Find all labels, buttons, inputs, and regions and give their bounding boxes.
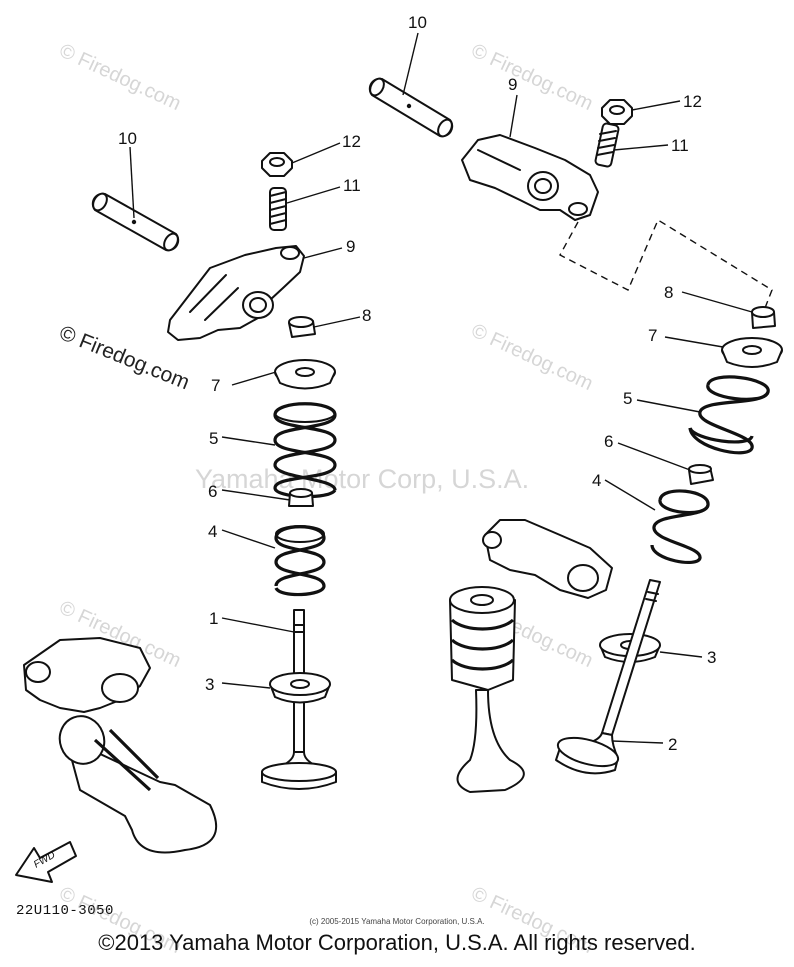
adjust-screw-right [594,122,620,168]
callout-1-intake: 1 [209,609,218,628]
spring-retainer-left [274,359,336,390]
part-diagram-code: 22U110-3050 [16,903,114,919]
callout-6-left: 6 [208,482,217,501]
callout-4-right: 4 [592,471,601,490]
rocker-arm-right [461,134,599,221]
copyright-footer: ©2013 Yamaha Motor Corporation, U.S.A. A… [98,930,696,955]
watermark-firedog-3: © Firedog.com [468,320,596,395]
callout-9-left: 9 [346,237,355,256]
callout-8-right: 8 [664,283,673,302]
callout-6-right: 6 [604,432,613,451]
watermark-firedog-1: © Firedog.com [56,40,184,115]
assembly-sketch-left: FWD [15,637,218,883]
spring-seat-left [269,672,331,704]
small-copyright-notice: (c) 2005-2015 Yamaha Motor Corporation, … [309,917,485,926]
nut-left [261,152,293,177]
callout-11-right: 11 [671,136,689,155]
callout-labels: 10 10 12 11 9 8 7 5 6 4 1 3 9 12 11 8 7 … [118,13,716,754]
inner-spring-right [650,489,710,565]
watermark-firedog-2: © Firedog.com [468,40,596,115]
callout-12-right: 12 [683,92,702,111]
callout-7-right: 7 [648,326,657,345]
rocker-shaft-left [91,192,180,252]
callout-5-left: 5 [209,429,218,448]
adjust-screw-left [269,187,287,231]
callout-5-right: 5 [623,389,632,408]
callout-3-right: 3 [707,648,716,667]
callout-10-right: 10 [408,13,427,32]
valve-seal-left [288,488,314,507]
callout-10-left: 10 [118,129,137,148]
outer-spring-left [273,402,337,499]
rocker-shaft-right [368,77,454,138]
valve-seal-right [688,464,714,485]
watermark-yamaha: Yamaha Motor Corp, U.S.A. [195,464,529,494]
leader-lines [129,32,753,744]
outer-spring-right [688,375,770,455]
callout-3-left: 3 [205,675,214,694]
alignment-dashed-line [559,218,773,309]
callout-2-exhaust: 2 [668,735,677,754]
callout-9-right: 9 [508,75,517,94]
nut-right [601,99,633,125]
rocker-arm-left [167,245,305,341]
valve-cap-left [288,316,316,338]
callout-8-left: 8 [362,306,371,325]
inner-spring-left [274,525,326,597]
callout-4-left: 4 [208,522,217,541]
callout-11-left: 11 [343,176,361,195]
assembly-sketch-middle [449,519,613,793]
spring-retainer-right [721,337,783,368]
callout-12-left: 12 [342,132,361,151]
valve-cap-right [751,306,776,329]
exhaust-valve [555,579,661,775]
callout-7-left: 7 [211,376,220,395]
